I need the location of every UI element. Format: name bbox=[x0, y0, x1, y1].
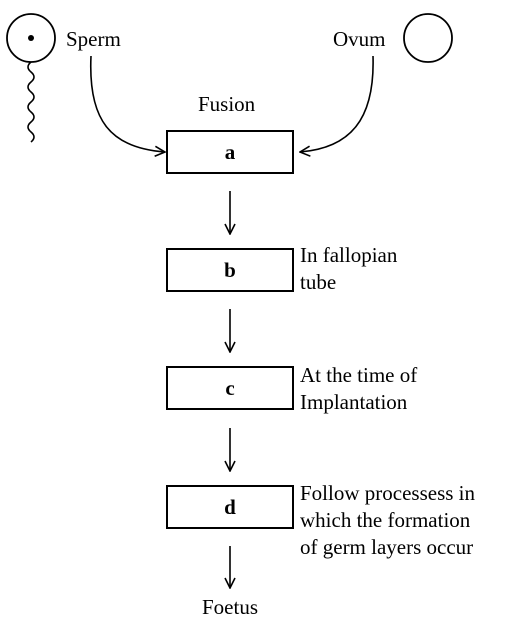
box-c bbox=[166, 366, 294, 410]
box-d-note-line-2: which the formation bbox=[300, 508, 471, 532]
foetus-label: Foetus bbox=[202, 595, 258, 619]
box-c-note-line-1: At the time of bbox=[300, 363, 417, 387]
box-c-label: c bbox=[225, 376, 234, 400]
fusion-label: Fusion bbox=[198, 92, 256, 116]
box-d bbox=[166, 485, 294, 529]
sperm-cell-icon bbox=[6, 13, 56, 143]
box-b bbox=[166, 248, 294, 292]
box-a bbox=[166, 130, 294, 174]
box-b-label: b bbox=[224, 258, 236, 282]
box-b-note-line-1: In fallopian bbox=[300, 243, 398, 267]
box-b-note-line-2: tube bbox=[300, 270, 336, 294]
box-c-note-line-2: Implantation bbox=[300, 390, 408, 414]
ovum-label: Ovum bbox=[333, 27, 386, 51]
sperm-label: Sperm bbox=[66, 27, 121, 51]
ovum-to-fusion-arrow bbox=[300, 55, 374, 152]
box-a-label: a bbox=[225, 140, 236, 164]
ovum-cell-icon bbox=[403, 13, 453, 63]
box-d-note-line-1: Follow processess in bbox=[300, 481, 475, 505]
sperm-to-fusion-arrow bbox=[89, 55, 165, 152]
box-d-label: d bbox=[224, 495, 236, 519]
box-d-note-line-3: of germ layers occur bbox=[300, 535, 473, 559]
